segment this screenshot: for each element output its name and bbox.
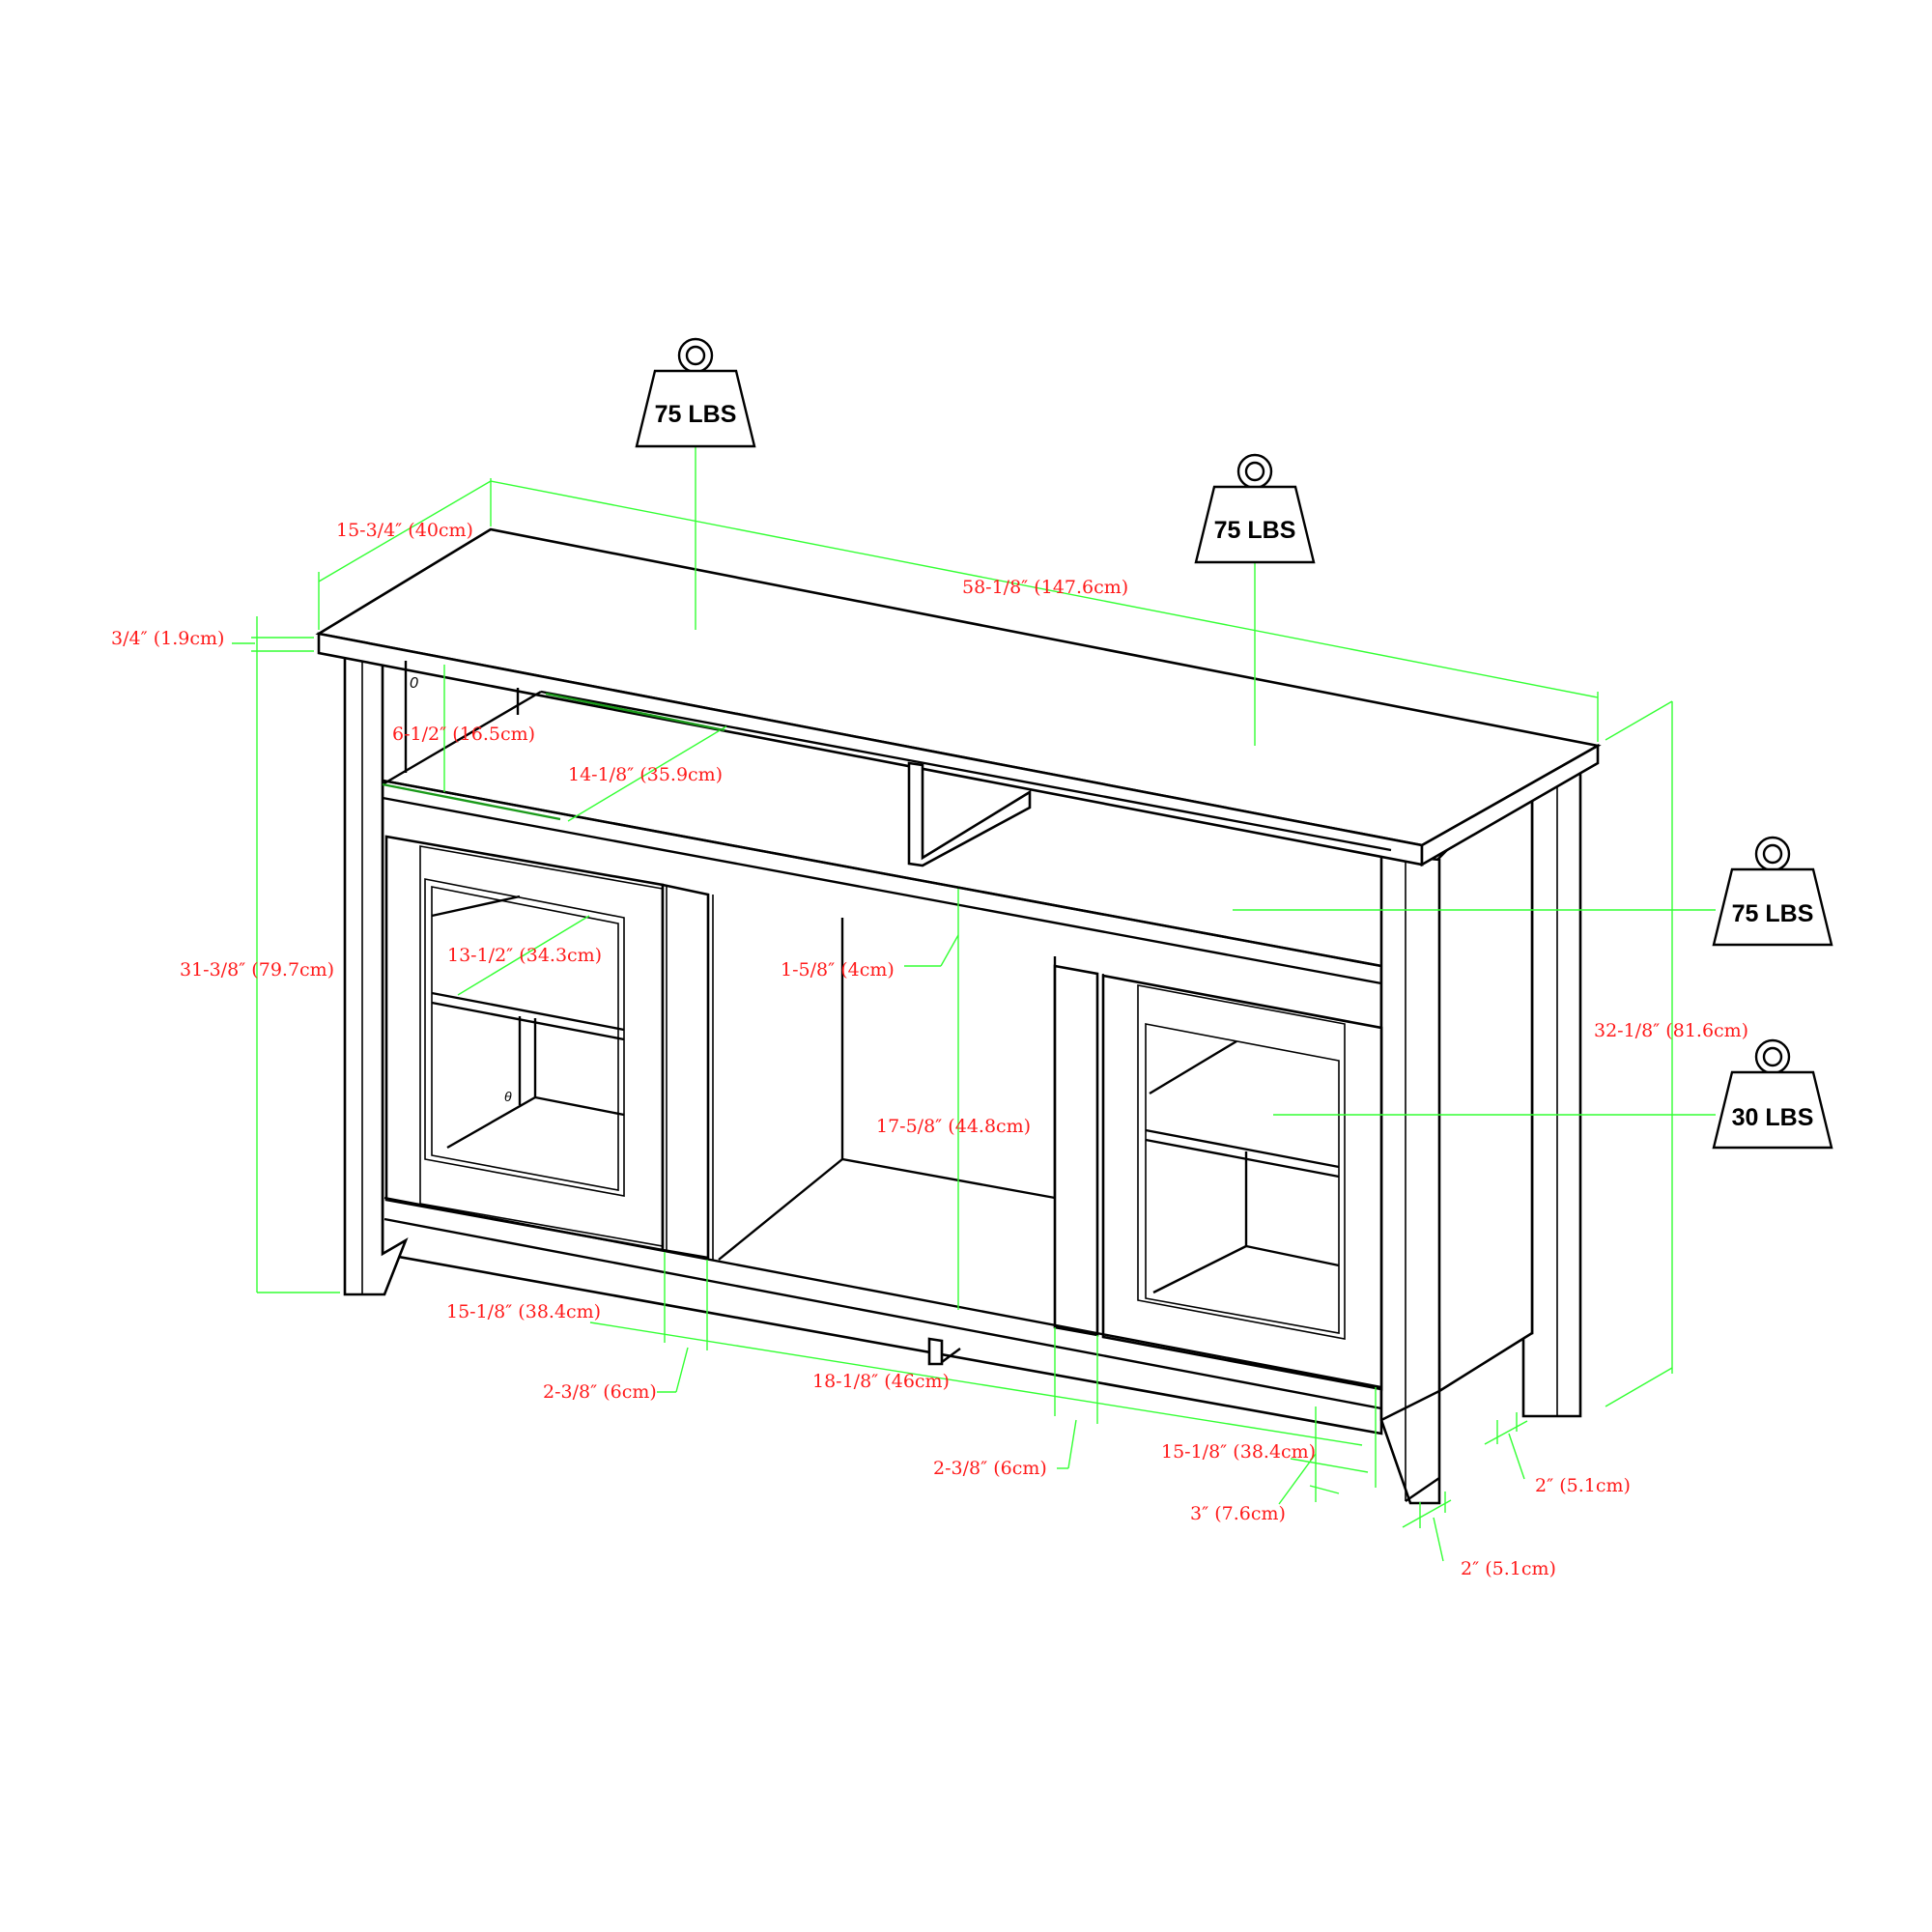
center-opening-height-label: 17-5/8″ (44.8cm) <box>876 1116 1031 1137</box>
weight-label-cabinet-shelf: 30 LBS <box>1732 1104 1814 1131</box>
back-leg-width-label: 2″ (5.1cm) <box>1535 1475 1631 1496</box>
open-shelf-depth-label: 14-1/8″ (35.9cm) <box>568 764 723 785</box>
center-support-foot <box>927 1337 944 1366</box>
weight-label-top-left: 75 LBS <box>655 401 737 428</box>
depth-label: 15-3/4″ (40cm) <box>336 520 473 541</box>
right-divider-width-label: 2-3/8″ (6cm) <box>933 1458 1047 1479</box>
dimension-labels: 15-3/4″ (40cm) 58-1/8″ (147.6cm) 3/4″ (1… <box>111 520 1748 1579</box>
weight-icon-top-right: 75 LBS <box>1194 453 1316 564</box>
weight-icon-open-shelf: 75 LBS <box>1712 836 1833 947</box>
left-divider-width-label: 2-3/8″ (6cm) <box>543 1381 657 1403</box>
dimension-lines <box>232 447 1716 1562</box>
center-shelf-divider <box>907 761 1032 867</box>
open-shelf-height-label: 6-1/2″ (16.5cm) <box>392 724 535 745</box>
right-side-panel <box>1435 759 1534 1394</box>
leg-height-label: 3″ (7.6cm) <box>1190 1503 1286 1524</box>
overall-height-front-label: 31-3/8″ (79.7cm) <box>180 959 334 980</box>
rail-height-label: 1-5/8″ (4cm) <box>781 959 895 980</box>
weight-label-top-right: 75 LBS <box>1214 517 1296 544</box>
tv-stand-outline: 0 θ <box>315 527 1602 1505</box>
weight-label-open-shelf: 75 LBS <box>1732 900 1814 927</box>
tabletop-right-edge <box>1420 743 1600 867</box>
hole-marker: 0 <box>410 675 418 692</box>
right-divider <box>1053 964 1099 1337</box>
weight-icon-top-left: 75 LBS <box>635 337 756 448</box>
center-opening-width-label: 18-1/8″ (46cm) <box>812 1371 950 1392</box>
weight-icon-cabinet-shelf: 30 LBS <box>1712 1038 1833 1150</box>
cabinet-shelf-depth-label: 13-1/2″ (34.3cm) <box>447 945 602 966</box>
overall-height-side-label: 32-1/8″ (81.6cm) <box>1594 1020 1748 1041</box>
right-door-width-label: 15-1/8″ (38.4cm) <box>1161 1441 1316 1463</box>
front-leg-width-label: 2″ (5.1cm) <box>1461 1558 1556 1579</box>
width-label: 58-1/8″ (147.6cm) <box>962 577 1128 598</box>
left-door-width-label: 15-1/8″ (38.4cm) <box>446 1301 601 1322</box>
left-divider <box>661 883 710 1260</box>
hole-marker: θ <box>504 1089 512 1104</box>
top-thickness-label: 3/4″ (1.9cm) <box>111 628 224 649</box>
